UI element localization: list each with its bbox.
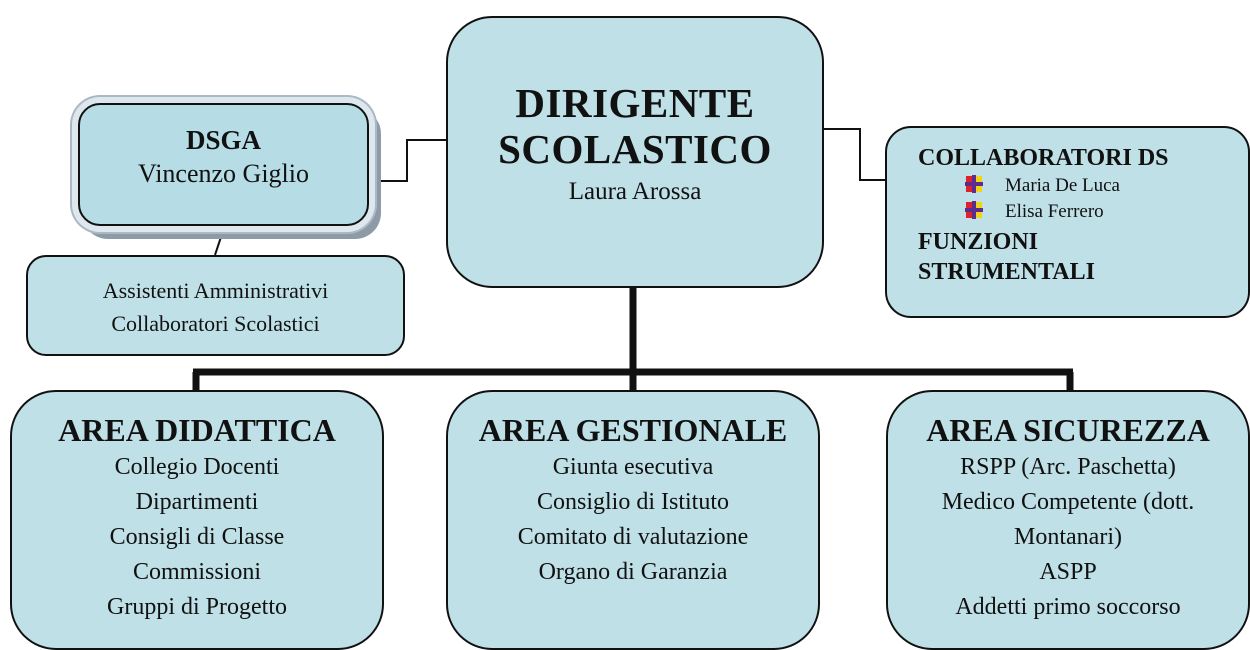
area-item: Giunta esecutiva: [552, 454, 714, 480]
dsga-title: DSGA: [185, 125, 261, 155]
dirigente-name: Laura Arossa: [568, 178, 702, 205]
dsga-box: DSGA Vincenzo Giglio: [78, 103, 369, 226]
connector-lines: [192, 128, 1074, 391]
list-item: Elisa Ferrero: [965, 199, 1248, 225]
dsga-name: Vincenzo Giglio: [137, 159, 309, 188]
collaboratori-ds-box: COLLABORATORI DS Maria De Luca Elisa Fer…: [885, 126, 1250, 318]
area-item: Consigli di Classe: [109, 524, 285, 550]
area-title: AREA DIDATTICA: [58, 412, 336, 448]
area-item: Gruppi di Progetto: [107, 594, 287, 620]
area-title: AREA GESTIONALE: [478, 412, 788, 448]
area-gestionale-box: AREA GESTIONALE Giunta esecutiva Consigl…: [446, 390, 820, 650]
dsga-connector: [369, 139, 446, 182]
collaboratori-scolastici-line: Collaboratori Scolastici: [111, 311, 320, 336]
assistenti-line: Assistenti Amministrativi: [102, 278, 329, 303]
collaboratore-name: Elisa Ferrero: [1005, 201, 1104, 222]
area-item: RSPP (Arc. Paschetta): [960, 454, 1176, 480]
area-item: Addetti primo soccorso: [955, 594, 1181, 620]
four-color-bullet-icon: [965, 175, 983, 193]
area-item: Commissioni: [132, 559, 262, 585]
dirigente-scolastico-box: DIRIGENTE SCOLASTICO Laura Arossa: [446, 16, 824, 288]
area-item: Montanari): [1014, 524, 1122, 550]
dirigente-title-line2: SCOLASTICO: [498, 126, 772, 172]
area-item: Collegio Docenti: [114, 454, 280, 480]
assistenti-connector: [214, 233, 223, 256]
area-didattica-box: AREA DIDATTICA Collegio Docenti Dipartim…: [10, 390, 384, 650]
area-item: Organo di Garanzia: [538, 559, 728, 585]
funzioni-strumentali-line1: FUNZIONI: [918, 229, 1039, 255]
area-item: ASPP: [1039, 559, 1097, 585]
area-item: Medico Competente (dott.: [941, 489, 1195, 515]
area-item: Consiglio di Istituto: [536, 489, 730, 515]
assistenti-box: Assistenti Amministrativi Collaboratori …: [26, 255, 405, 356]
area-item: Dipartimenti: [135, 489, 259, 515]
collaboratori-list: Maria De Luca Elisa Ferrero: [918, 173, 1248, 225]
area-item: Comitato di valutazione: [517, 524, 749, 550]
collaboratori-title: COLLABORATORI DS: [918, 145, 1169, 171]
dirigente-title-line1: DIRIGENTE: [515, 80, 755, 126]
collaboratore-name: Maria De Luca: [1005, 175, 1120, 196]
area-title: AREA SICUREZZA: [926, 412, 1210, 448]
collaboratori-connector: [824, 128, 885, 181]
four-color-bullet-icon: [965, 201, 983, 219]
area-sicurezza-box: AREA SICUREZZA RSPP (Arc. Paschetta) Med…: [886, 390, 1250, 650]
funzioni-strumentali-line2: STRUMENTALI: [918, 259, 1095, 285]
list-item: Maria De Luca: [965, 173, 1248, 199]
